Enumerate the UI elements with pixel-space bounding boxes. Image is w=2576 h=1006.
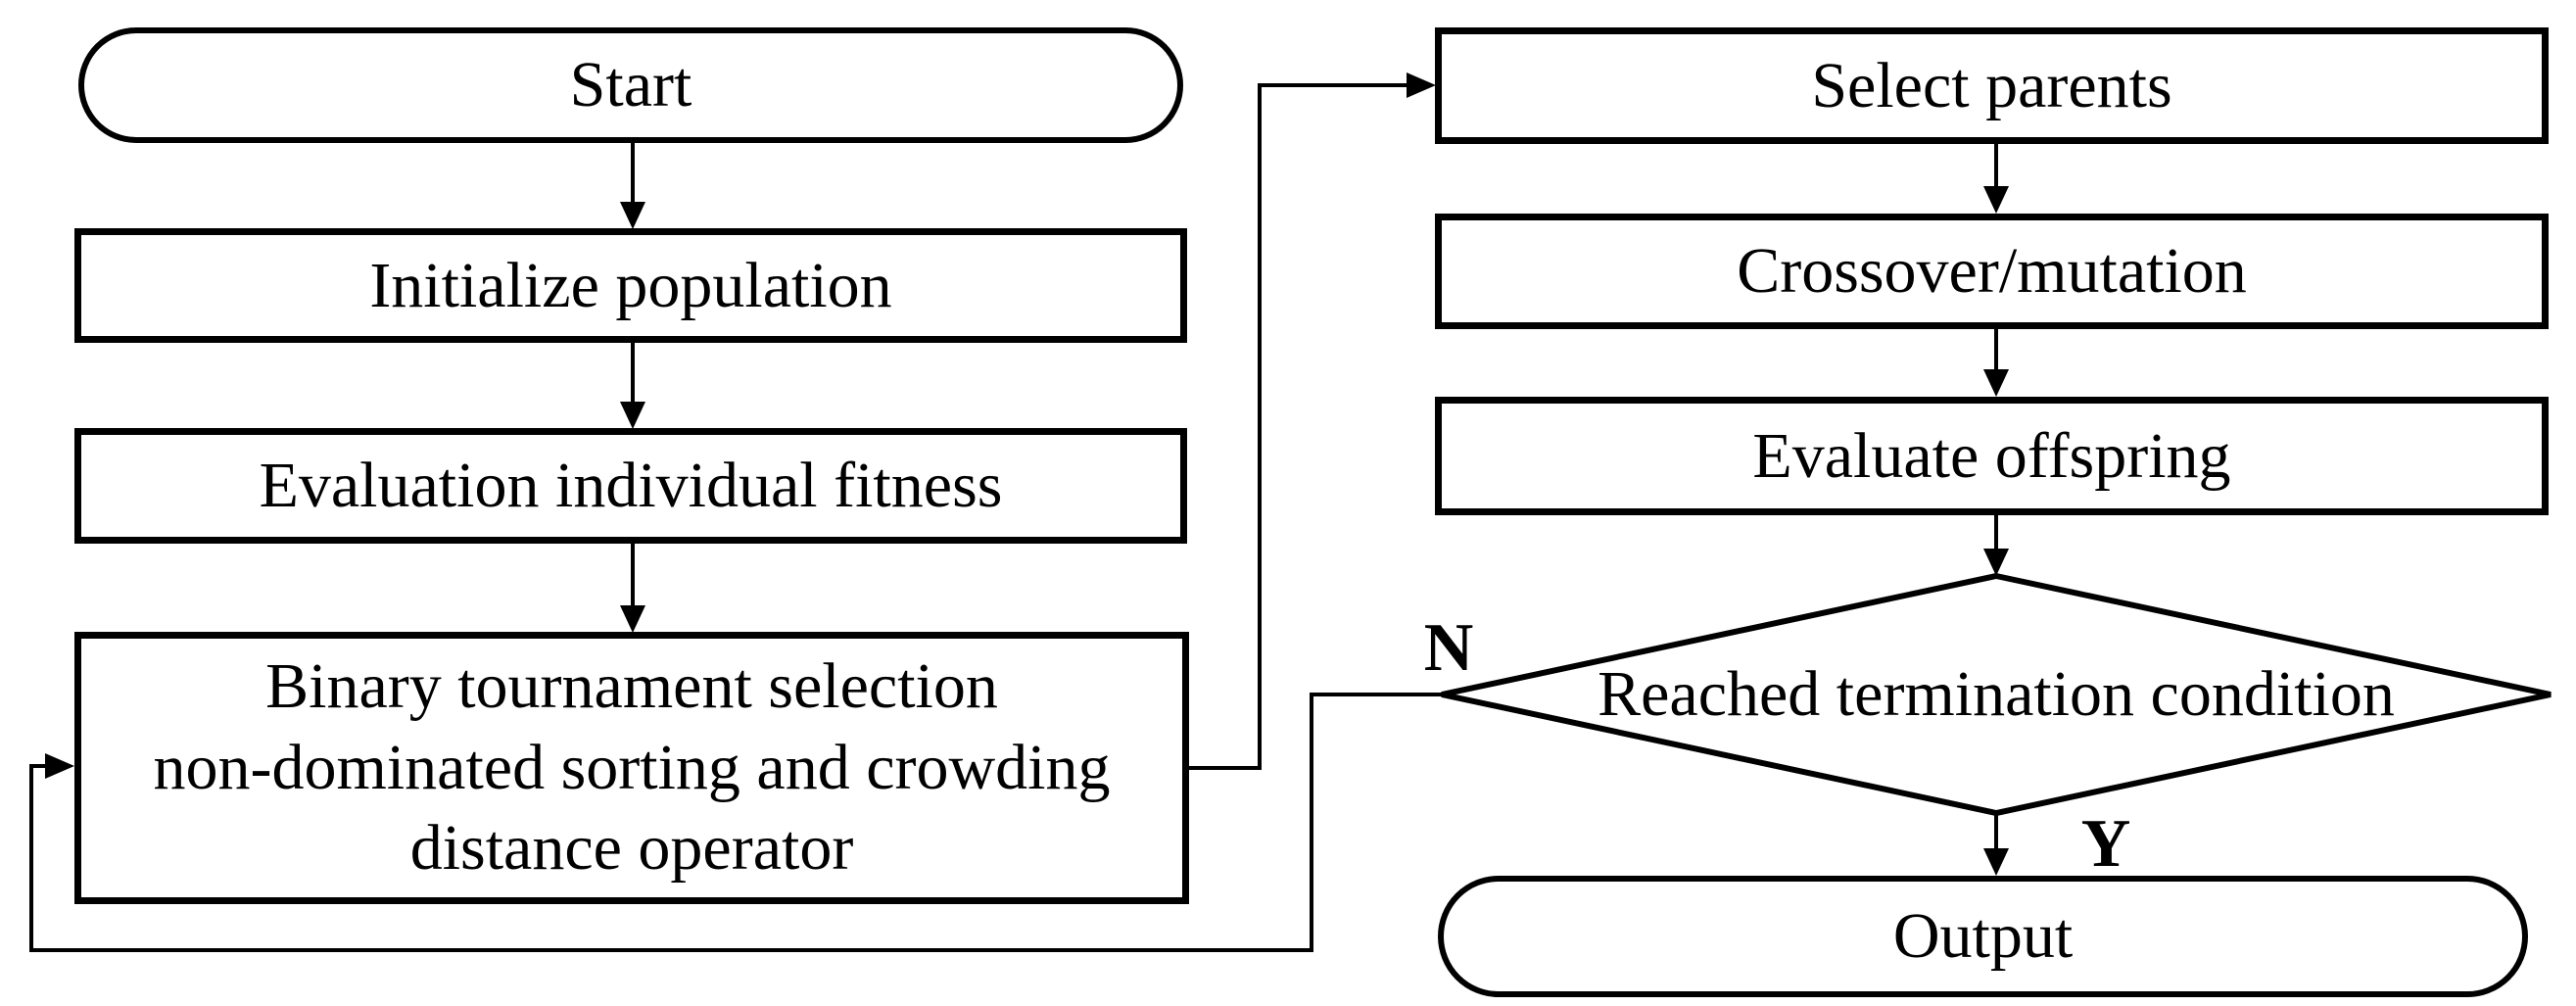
node-evaluate-offspring: Evaluate offspring bbox=[1435, 397, 2549, 515]
edge-tournament-to-select-parents bbox=[1189, 83, 1408, 770]
node-crossover-mutation: Crossover/mutation bbox=[1435, 214, 2549, 329]
node-evaluation-individual-fitness: Evaluation individual fitness bbox=[74, 428, 1187, 544]
arrowhead-initialize-to-evaluation bbox=[620, 402, 645, 429]
edge-label-no: N bbox=[1423, 610, 1474, 686]
edge-label-yes: Y bbox=[2080, 806, 2131, 882]
tournament-line-1: Binary tournament selection bbox=[265, 650, 998, 723]
node-binary-tournament-selection: Binary tournament selection non-dominate… bbox=[74, 632, 1189, 904]
node-initialize-population: Initialize population bbox=[74, 228, 1187, 343]
arrowhead-select-parents-to-crossover bbox=[1983, 186, 2009, 214]
node-crossover-mutation-label: Crossover/mutation bbox=[1737, 235, 2247, 308]
arrowhead-start-to-initialize bbox=[620, 202, 645, 229]
arrowhead-termination-to-output bbox=[1983, 848, 2009, 876]
node-output: Output bbox=[1438, 876, 2528, 997]
tournament-line-2: non-dominated sorting and crowding bbox=[153, 731, 1111, 803]
arrowhead-crossover-to-offspring bbox=[1983, 369, 2009, 397]
node-start: Start bbox=[78, 27, 1183, 143]
node-output-label: Output bbox=[1892, 900, 2074, 973]
edge-termination-no-loop bbox=[29, 693, 1442, 952]
arrowhead-into-select-parents bbox=[1407, 72, 1436, 98]
node-select-parents: Select parents bbox=[1435, 27, 2549, 144]
node-start-label: Start bbox=[569, 49, 692, 121]
node-evaluate-offspring-label: Evaluate offspring bbox=[1752, 419, 2231, 492]
node-evaluation-individual-fitness-label: Evaluation individual fitness bbox=[259, 450, 1003, 522]
arrowhead-evaluation-to-tournament bbox=[620, 605, 645, 633]
node-termination-condition-label: Reached termination condition bbox=[1598, 658, 2395, 730]
node-select-parents-label: Select parents bbox=[1811, 49, 2172, 121]
tournament-line-3: distance operator bbox=[409, 812, 854, 885]
arrowhead-offspring-to-termination bbox=[1983, 549, 2009, 576]
termination-diamond-shape bbox=[1441, 572, 2552, 817]
node-initialize-population-label: Initialize population bbox=[369, 249, 892, 321]
arrowhead-no-loop-into-tournament bbox=[45, 753, 74, 779]
